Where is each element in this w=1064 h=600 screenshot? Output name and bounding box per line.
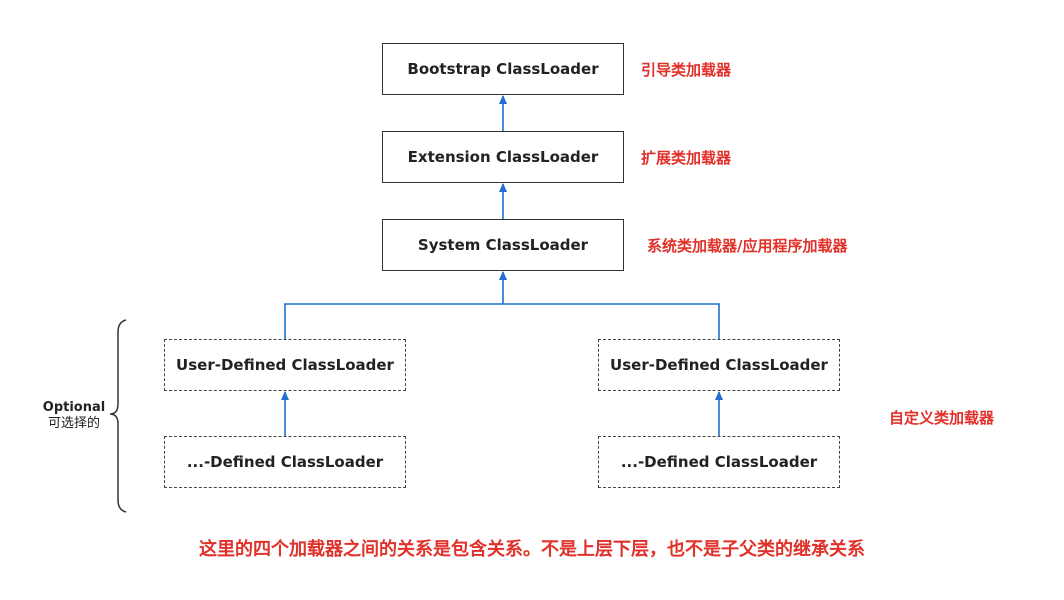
arrowhead-bootstrap xyxy=(499,95,507,104)
extension-note: 扩展类加载器 xyxy=(641,149,732,167)
arrowhead-user-right xyxy=(715,391,723,400)
bootstrap-classloader-label: Bootstrap ClassLoader xyxy=(407,60,599,78)
user-defined-classloader-left-box: User-Defined ClassLoader xyxy=(164,339,406,391)
bootstrap-classloader-box: Bootstrap ClassLoader xyxy=(382,43,624,95)
bootstrap-note: 引导类加载器 xyxy=(641,61,732,79)
optional-label-zh: 可选择的 xyxy=(47,416,100,431)
connector-user-defined-to-system xyxy=(284,303,720,339)
system-classloader-label: System ClassLoader xyxy=(417,236,589,254)
arrowhead-system xyxy=(499,271,507,280)
system-classloader-box: System ClassLoader xyxy=(382,219,624,271)
optional-label: Optional 可选择的 xyxy=(40,400,108,432)
user-defined-classloader-left-label: User-Defined ClassLoader xyxy=(176,356,394,374)
footer-note: 这里的四个加载器之间的关系是包含关系。不是上层下层，也不是子父类的继承关系 xyxy=(199,539,865,560)
arrowhead-user-left xyxy=(281,391,289,400)
sub-defined-classloader-right-label: ...-Defined ClassLoader xyxy=(620,453,818,471)
arrowhead-extension xyxy=(499,183,507,192)
optional-label-en: Optional xyxy=(42,400,106,415)
extension-classloader-box: Extension ClassLoader xyxy=(382,131,624,183)
optional-brace xyxy=(109,319,127,513)
extension-classloader-label: Extension ClassLoader xyxy=(407,148,599,166)
sub-defined-classloader-left-label: ...-Defined ClassLoader xyxy=(186,453,384,471)
user-defined-classloader-right-box: User-Defined ClassLoader xyxy=(598,339,840,391)
system-note: 系统类加载器/应用程序加载器 xyxy=(647,237,848,255)
user-defined-classloader-right-label: User-Defined ClassLoader xyxy=(610,356,828,374)
custom-classloader-note: 自定义类加载器 xyxy=(889,409,995,427)
sub-defined-classloader-left-box: ...-Defined ClassLoader xyxy=(164,436,406,488)
sub-defined-classloader-right-box: ...-Defined ClassLoader xyxy=(598,436,840,488)
